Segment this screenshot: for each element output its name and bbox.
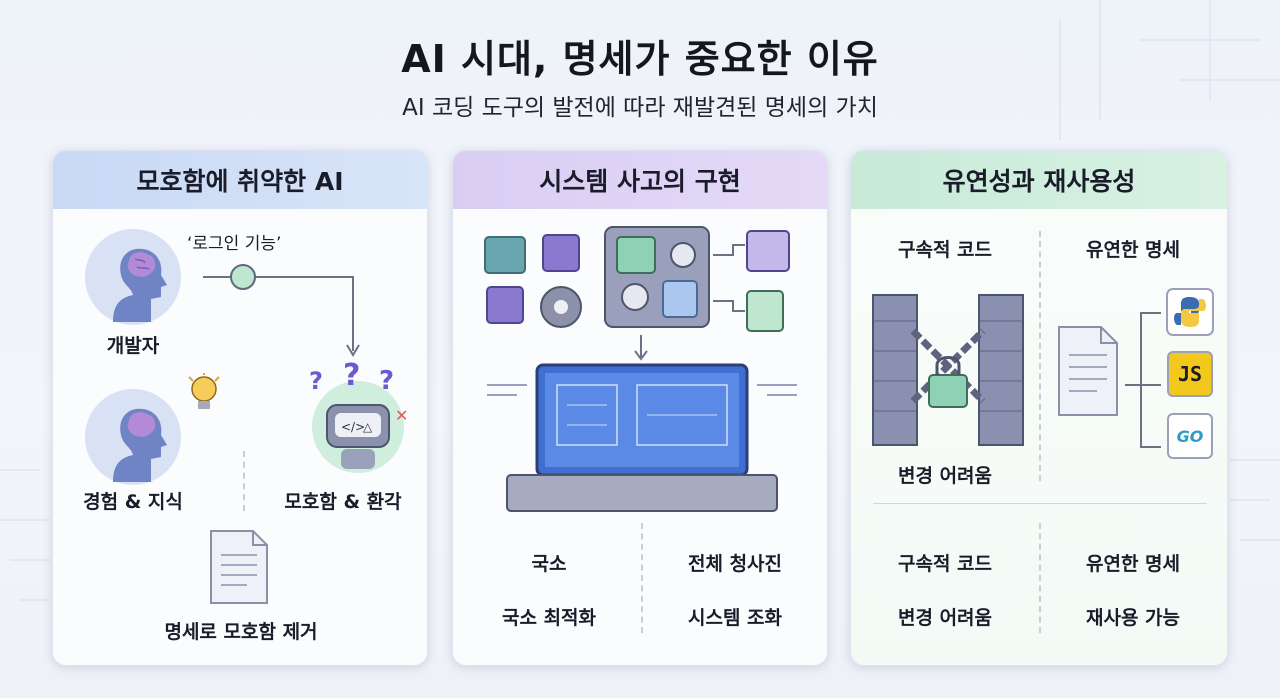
hard-change-label: 변경 어려움 <box>897 465 993 487</box>
reusable-label: 재사용 가능 <box>1085 607 1181 629</box>
svg-text:?: ? <box>379 366 394 396</box>
svg-text:✕: ✕ <box>395 406 408 425</box>
page-subtitle: AI 코딩 도구의 발전에 따라 재발견된 명세의 가치 <box>402 95 878 121</box>
experience-brain-icon <box>85 389 181 485</box>
developer-label: 개발자 <box>106 335 160 357</box>
chained-wall-icon <box>872 294 1024 446</box>
developer-brain-icon <box>85 229 181 325</box>
down-arrow <box>634 335 648 361</box>
ambiguity-label: 모호함 & 환각 <box>284 491 402 513</box>
panel-system-thinking: 시스템 사고의 구현 국소 전체 청사진 국소 최적화 시스템 조화 <box>452 150 828 666</box>
whole-blueprint-label: 전체 청사진 <box>687 553 783 575</box>
svg-text:?: ? <box>343 358 360 393</box>
spec-label: 명세로 모호함 제거 <box>164 621 318 643</box>
experience-label: 경험 & 지식 <box>83 491 183 513</box>
system-harmony-label: 시스템 조화 <box>687 607 783 629</box>
divider-dash <box>1039 231 1041 481</box>
branch-arrows <box>1125 312 1161 448</box>
login-quote: ‘로그인 기능’ <box>187 234 282 254</box>
panel-flexibility: 유연성과 재사용성 구속적 코드 유연한 명세 변경 어려움 JS GO 구속적… <box>850 150 1228 666</box>
panel-title: 유연성과 재사용성 <box>851 151 1227 209</box>
page-title: AI 시대, 명세가 중요한 이유 <box>401 37 879 81</box>
local-label: 국소 <box>531 553 567 575</box>
panel-title: 시스템 사고의 구현 <box>453 151 827 209</box>
puzzle-icon <box>484 234 582 328</box>
panel-ambiguity: 모호함에 취약한 AI 개발자 ‘로그인 기능’ 경험 & 지식 </> △ ?… <box>52 150 428 666</box>
section-divider <box>873 503 1207 504</box>
rigid-code-label: 구속적 코드 <box>897 239 993 261</box>
local-optimization-label: 국소 최적화 <box>501 607 597 629</box>
divider-dash <box>243 451 245 511</box>
document-icon <box>210 530 268 604</box>
flexible-spec-label: 유연한 명세 <box>1085 239 1181 261</box>
divider-dash <box>1039 523 1041 633</box>
divider-dash <box>641 523 643 633</box>
flexible-spec-bottom-label: 유연한 명세 <box>1085 553 1181 575</box>
svg-text:</>: </> <box>341 420 365 434</box>
rigid-code-bottom-label: 구속적 코드 <box>897 553 993 575</box>
flow-arrow <box>203 264 360 357</box>
module-arrows <box>713 230 790 332</box>
robot-icon: </> △ ? ? ? ✕ <box>309 358 408 473</box>
blueprint-monitor-icon <box>487 363 797 512</box>
spec-document-icon <box>1058 326 1118 416</box>
svg-text:?: ? <box>309 367 323 395</box>
svg-text:△: △ <box>363 420 373 434</box>
go-icon: GO <box>1167 413 1213 459</box>
module-box-icon <box>604 226 710 328</box>
hard-change-bottom-label: 변경 어려움 <box>897 607 993 629</box>
panel-title: 모호함에 취약한 AI <box>53 151 427 209</box>
lightbulb-icon <box>188 373 220 409</box>
javascript-icon: JS <box>1167 351 1213 397</box>
python-icon <box>1166 288 1214 336</box>
